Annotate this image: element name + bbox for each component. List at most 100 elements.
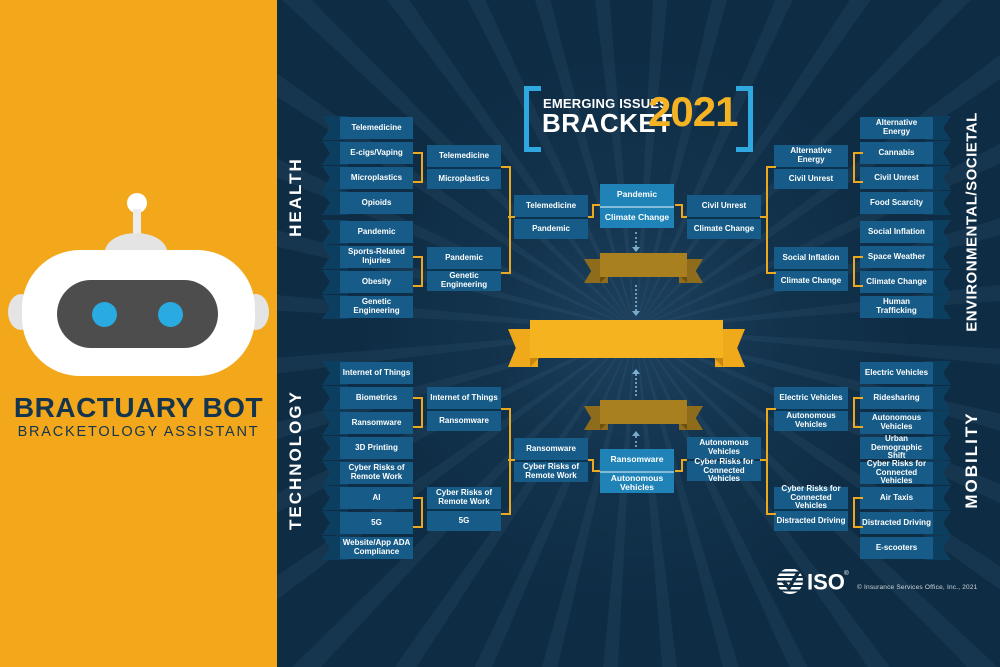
bracket-slot: Human Trafficking <box>860 295 951 319</box>
slot-label: Website/App ADA Compliance <box>340 537 413 559</box>
connector-line <box>681 205 683 218</box>
bracket-slot: Cyber Risks of Remote Work <box>322 461 413 485</box>
robot-eye-left-icon <box>92 302 117 327</box>
championship-banner <box>508 320 745 367</box>
title-bracket-right-icon <box>736 86 753 152</box>
slot-label: Telemedicine <box>340 117 413 139</box>
ribbon-fold-icon <box>600 424 606 430</box>
bracket-slot: Cyber Risks for Connected Vehicles <box>860 459 951 485</box>
flow-dotted-line <box>635 232 637 247</box>
match-cell: Cyber Risks for Connected Vehicles <box>687 457 761 483</box>
slot-label: E-scooters <box>860 537 933 559</box>
arrow-down-icon <box>632 311 640 316</box>
match-cell: Pandemic <box>616 189 658 200</box>
region-label-technology: TECHNOLOGY <box>286 390 305 530</box>
slot-label: 5G <box>340 512 413 534</box>
ribbon-fold-icon <box>600 277 606 283</box>
connector-line <box>675 470 683 472</box>
match-cell: 5G <box>427 509 501 531</box>
connector-line <box>413 497 423 528</box>
connector-line <box>592 205 594 218</box>
slot-label: Electric Vehicles <box>860 362 933 384</box>
flow-dotted-line <box>635 285 637 311</box>
slot-label: Food Scarcity <box>860 192 933 214</box>
slot-label: Cannabis <box>860 142 933 164</box>
bracket-slot: Urban Demographic Shift <box>860 434 951 460</box>
connector-line <box>592 459 594 472</box>
match-cell: Genetic Engineering <box>427 269 501 291</box>
match-cell: Autonomous Vehicles <box>699 438 749 456</box>
slot-label: Pandemic <box>340 221 413 243</box>
robot-visor-icon <box>57 280 218 348</box>
mascot-subtitle: BRACKETOLOGY ASSISTANT <box>17 424 260 440</box>
flow-dotted-line <box>635 436 637 447</box>
iso-check-icon <box>781 571 801 591</box>
bracket-slot: Distracted Driving <box>860 511 951 535</box>
title-bracket-left-icon <box>524 86 541 152</box>
match-cell: Telemedicine <box>438 150 490 160</box>
connector-line <box>588 216 594 218</box>
slot-label: Cyber Risks of Remote Work <box>340 462 413 484</box>
robot-antenna-ball-icon <box>127 193 147 213</box>
slot-label: Ridesharing <box>860 387 933 409</box>
slot-label: Cyber Risks for Connected Vehicles <box>860 459 933 485</box>
match-cell: Ransomware <box>610 454 664 465</box>
robot-eye-right-icon <box>158 302 183 327</box>
slot-label: E-cigs/Vaping <box>340 142 413 164</box>
arrow-up-icon <box>632 369 640 374</box>
match-cell: Ransomware <box>526 443 576 453</box>
bracket-slot: Internet of Things <box>322 361 413 385</box>
slot-label: Space Weather <box>860 246 933 268</box>
registered-mark: ® <box>844 569 849 577</box>
region-label-health: HEALTH <box>286 157 305 237</box>
ribbon-band <box>530 320 723 358</box>
region-label-environmental: ENVIRONMENTAL/SOCIETAL <box>963 112 981 332</box>
connector-line <box>508 459 515 461</box>
bracket-slot: E-scooters <box>860 536 951 560</box>
match-cell: Civil Unrest <box>774 167 848 189</box>
connector-line <box>766 408 776 515</box>
bracket-slot: Air Taxis <box>860 486 951 510</box>
bracket-area: EMERGING ISSUES BRACKET 2021 HEALTH TECH… <box>277 0 1000 667</box>
connector-line <box>681 216 687 218</box>
bracket-slot: Social Inflation <box>860 220 951 244</box>
ribbon-fold-icon <box>714 358 723 367</box>
slot-label: Autonomous Vehicles <box>860 412 933 434</box>
connector-line <box>766 166 776 274</box>
slot-label: AI <box>340 487 413 509</box>
arrow-up-icon <box>632 431 640 436</box>
bracket-slot: AI <box>322 486 413 510</box>
connector-line <box>853 397 863 428</box>
connector-line <box>501 166 511 274</box>
match-cell: Internet of Things <box>430 392 498 402</box>
bracket-slot: Civil Unrest <box>860 166 951 190</box>
match-cell: Civil Unrest <box>701 200 747 210</box>
region-label-mobility: MOBILITY <box>962 411 981 509</box>
ribbon-fold-icon <box>681 424 687 430</box>
copyright-text: © Insurance Services Office, Inc., 2021 <box>857 584 978 591</box>
bracket-slot: Genetic Engineering <box>322 295 413 319</box>
connector-line <box>760 216 766 218</box>
ribbon-band <box>600 400 687 424</box>
bracket-slot: Ridesharing <box>860 386 951 410</box>
connector-line <box>675 204 683 206</box>
connector-line <box>853 497 863 528</box>
match-cell: Climate Change <box>687 217 761 239</box>
bracket-slot: Electric Vehicles <box>860 361 951 385</box>
match-cell: Microplastics <box>427 167 501 189</box>
mascot-title: BRACTUARY BOT <box>13 392 264 423</box>
bracket-slot: Climate Change <box>860 270 951 294</box>
slot-label: Urban Demographic Shift <box>860 434 933 460</box>
slot-label: Civil Unrest <box>860 167 933 189</box>
slot-label: Distracted Driving <box>860 512 933 534</box>
slot-label: Internet of Things <box>340 362 413 384</box>
bracket-slot: Microplastics <box>322 166 413 190</box>
bracket-slot: Obesity <box>322 270 413 294</box>
